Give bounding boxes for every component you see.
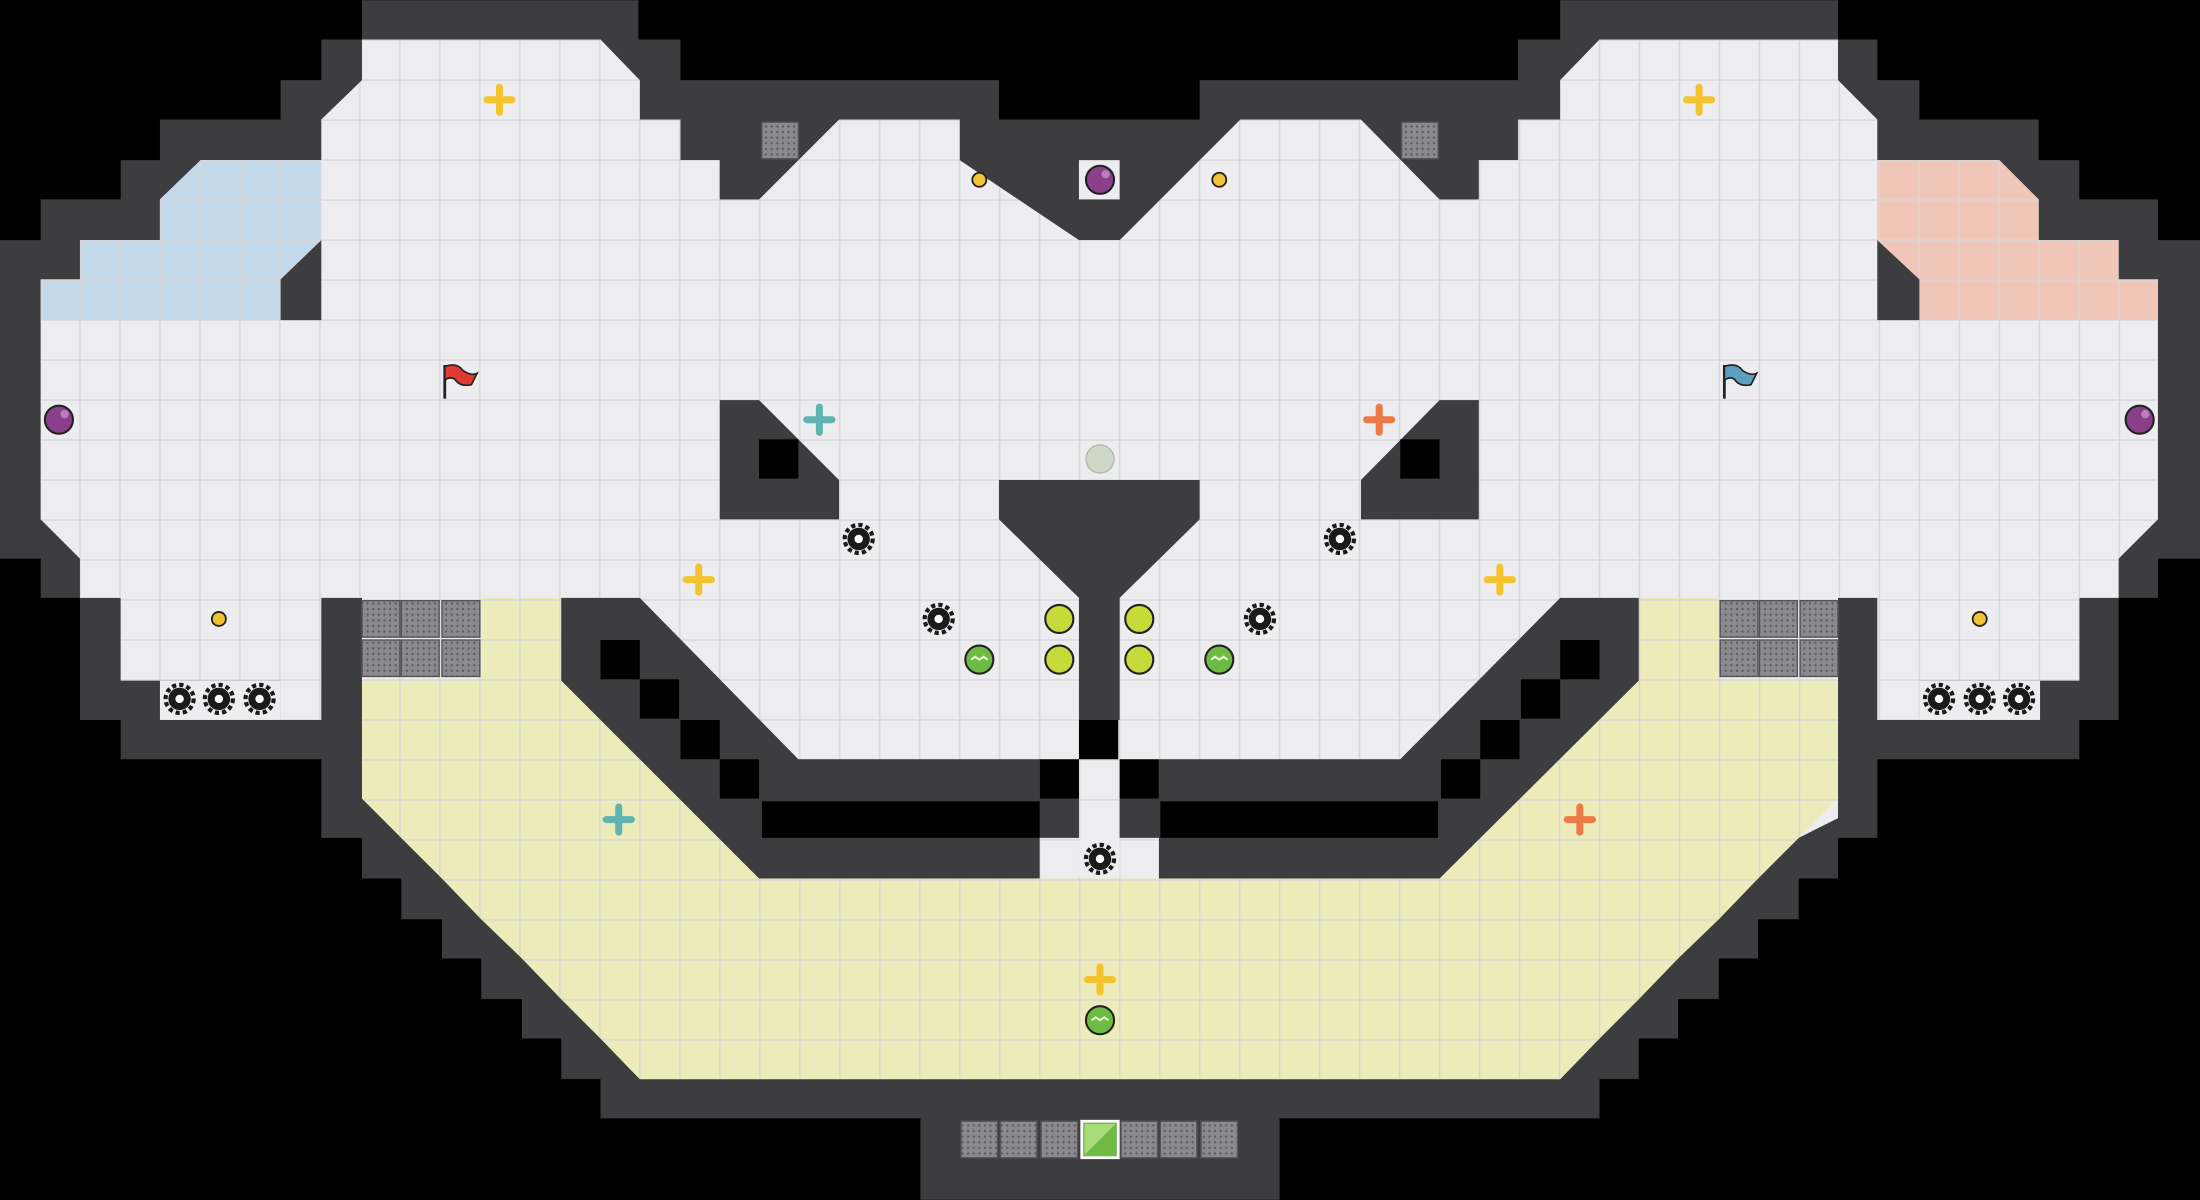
gate-tile-icon (1719, 639, 1759, 678)
spike-mine-icon (202, 682, 236, 716)
gate-tile-icon (1719, 600, 1759, 638)
ramp-holes (600, 639, 1600, 838)
boost-pads (483, 83, 1716, 996)
boost-pad-icon (1083, 963, 1117, 996)
bomb-icon (43, 404, 75, 435)
top-center-v-wall (959, 119, 1079, 241)
top-left-notch-wall (719, 119, 840, 200)
spike-mine-icon (1243, 602, 1277, 636)
coins (210, 171, 1988, 627)
spike-mine-icon (1083, 842, 1117, 876)
blue-flag-icon (1722, 364, 1759, 399)
spike-mine-icon (1323, 522, 1357, 556)
power-orbs (1044, 603, 1155, 675)
boost-pad-icon (483, 83, 516, 116)
coin-icon (1971, 611, 1988, 627)
red-flag-icon (443, 364, 479, 399)
power-orb-icon (1124, 644, 1155, 675)
top-right-notch-wall (1360, 119, 1479, 200)
coin-icon (210, 611, 227, 627)
spike-mine-icon (922, 602, 955, 636)
gate-tile-icon (1400, 121, 1439, 160)
coin-icon (971, 171, 988, 188)
spike-mine-icon (1922, 682, 1956, 716)
boost-pad-icon (803, 403, 836, 436)
gate-tile-icon (400, 639, 440, 678)
center-funnel-wall (998, 480, 1200, 720)
spike-mine-icon (842, 522, 875, 556)
spawn-marker-icon (964, 644, 995, 675)
right-base-block (1877, 240, 1920, 321)
gate-tile-icon (1799, 600, 1839, 638)
gate-tile-icon (1758, 639, 1799, 678)
coin-icon (1211, 171, 1228, 188)
spike-mine-icon (2002, 682, 2036, 716)
gate-tile-icon (1200, 1120, 1239, 1159)
boost-pad-icon (1363, 403, 1396, 436)
gate-tile-icon (361, 600, 401, 638)
gate-tile-icon (361, 639, 401, 678)
spike-mine-icon (163, 682, 196, 716)
spike-mines (163, 522, 2036, 876)
spike-mine-icon (243, 682, 276, 716)
power-orb-icon (1124, 603, 1155, 635)
boost-pad-icon (602, 803, 635, 836)
bomb-icon (2124, 404, 2155, 435)
boost-pad-icon (682, 563, 715, 596)
gate-tile-icon (441, 600, 481, 638)
spawn-marker-icon (1204, 644, 1235, 675)
gate-tile-icon (1120, 1120, 1159, 1159)
gate-tile-icon (400, 600, 440, 638)
gate-tile-icon (1758, 600, 1799, 638)
boost-pad-icon (1483, 563, 1517, 596)
gate-tile-icon (441, 639, 481, 678)
spike-mine-icon (1963, 682, 1996, 716)
gate-tile-icon (960, 1120, 999, 1159)
left-base-block (280, 240, 322, 321)
spawn-marker-icon (1084, 1005, 1116, 1036)
power-orb-icon (1044, 644, 1075, 675)
neutral-orb-icon (1085, 444, 1115, 474)
gate-tile-icon (1159, 1120, 1198, 1159)
gate-tile-icon (1799, 639, 1839, 678)
gate-tile-icon (761, 121, 800, 160)
gate-tiles (361, 121, 1839, 1159)
gate-tile-icon (1040, 1120, 1079, 1159)
bomb-icon (1084, 164, 1116, 195)
spawn-markers (964, 644, 1235, 1036)
boost-pad-icon (1563, 803, 1596, 836)
gate-tile-icon (999, 1120, 1038, 1159)
power-orb-icon (1044, 603, 1075, 635)
boost-pad-icon (1682, 83, 1716, 116)
